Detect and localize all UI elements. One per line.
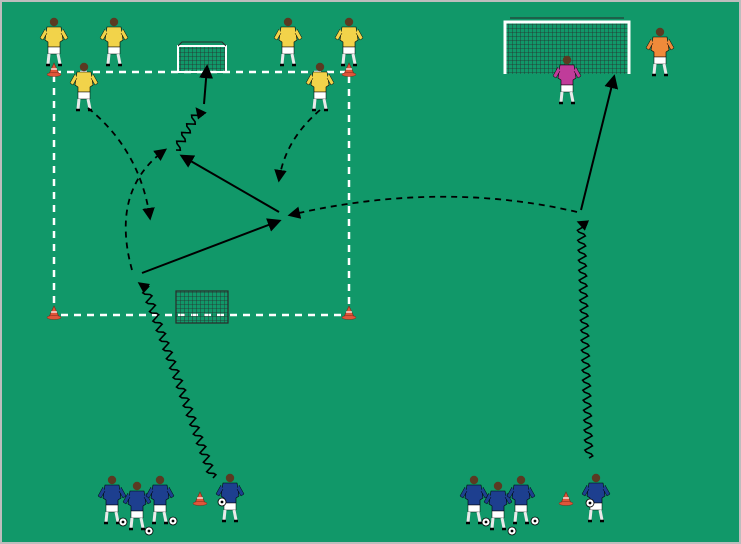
small-goal-bottom — [176, 291, 228, 323]
small-goal-top — [178, 42, 226, 72]
ball-icon — [218, 498, 226, 506]
ball-icon — [119, 518, 127, 526]
ball-icon — [508, 527, 516, 535]
ball-icon — [169, 517, 177, 525]
ball-icon — [531, 517, 539, 525]
ball-icon — [145, 527, 153, 535]
ball-icon — [482, 518, 490, 526]
ball-icon — [586, 499, 594, 507]
